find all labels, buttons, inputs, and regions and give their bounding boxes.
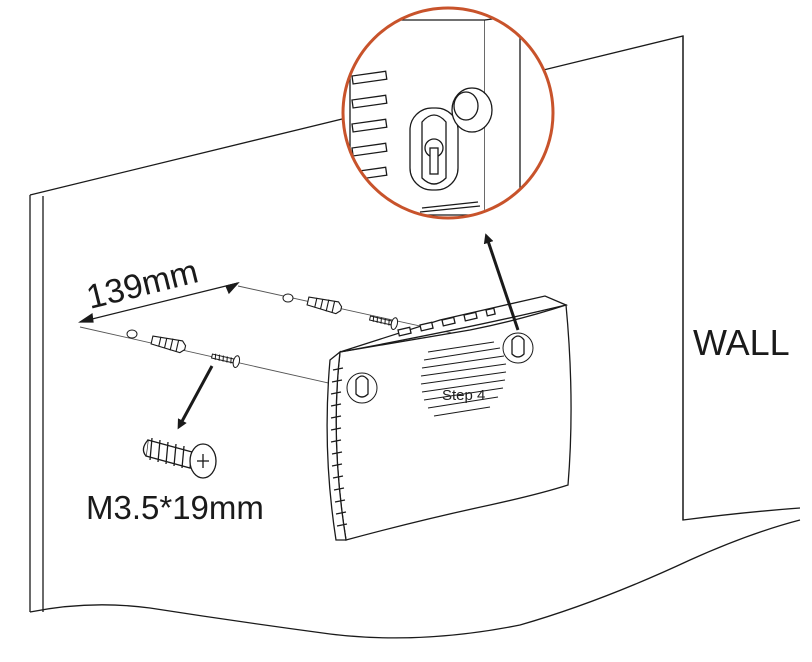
drill-hole [126,293,294,339]
keyhole-slot [346,332,534,404]
screw-detail-arrow [177,365,214,430]
screw-spec-label: M3.5*19mm [86,489,264,526]
screw-detail-icon [142,437,217,479]
side-vent [330,367,348,527]
wall-panel [29,35,801,639]
router-ports [397,307,496,337]
wall-anchor [150,296,343,354]
detail-arrow [483,233,520,331]
front-grille [420,341,507,417]
vent-slots [351,70,388,181]
screw-head-icon [451,87,493,133]
magnifier-ring [341,6,555,220]
wall-label: WALL [693,322,790,363]
dimension-line [78,281,240,323]
step-label: Step 4 [442,387,485,404]
keyhole-detail-icon [409,107,459,191]
router-device [326,295,572,541]
mounting-screw [210,315,399,369]
magnified-detail [341,6,555,220]
